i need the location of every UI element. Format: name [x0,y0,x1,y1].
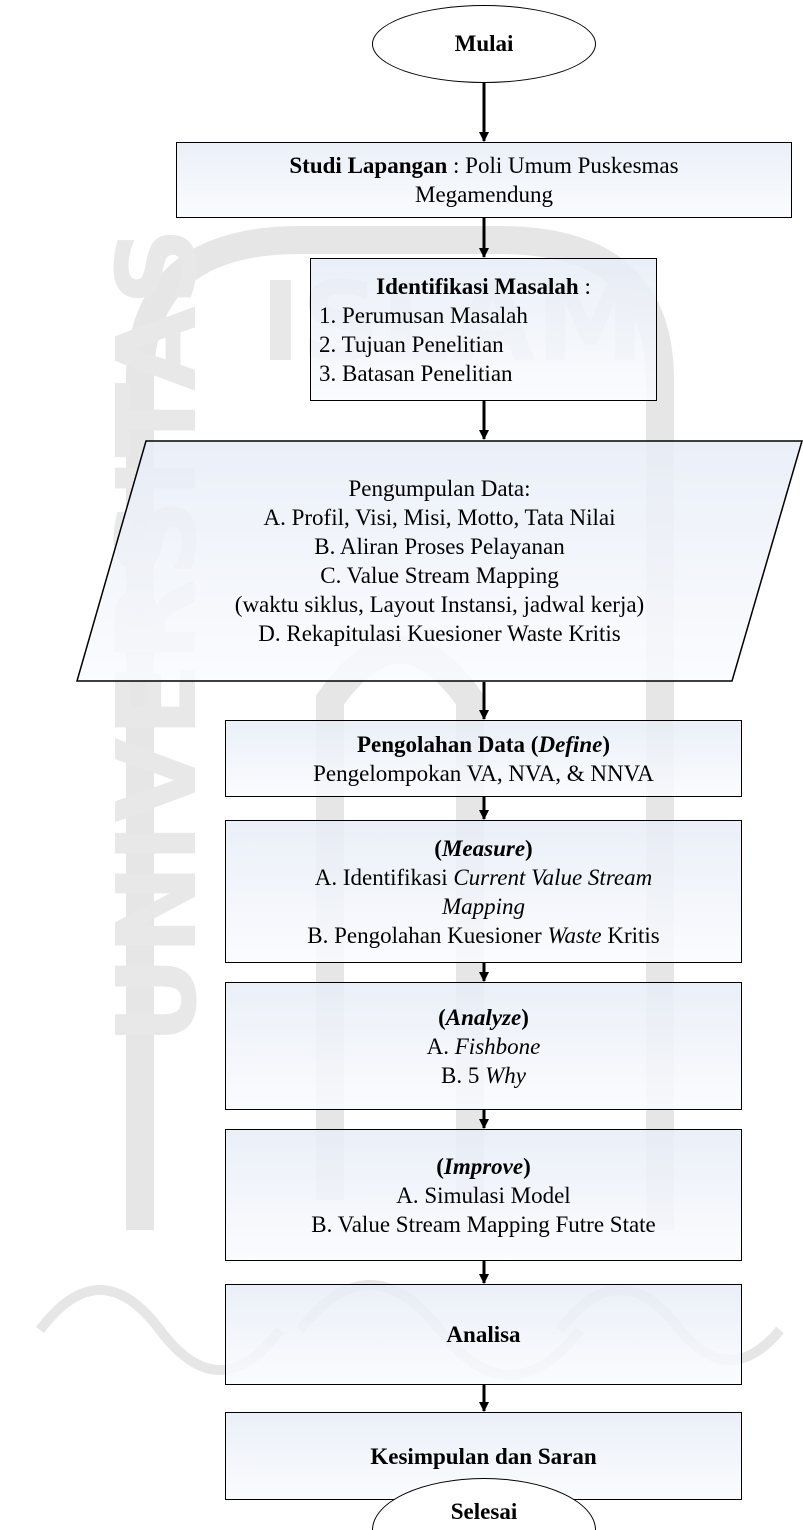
start-label: Mulai [454,31,514,56]
pengumpulan-data-parallelogram: Pengumpulan Data: A. Profil, Visi, Misi,… [76,440,803,682]
improve-item-b: B. Value Stream Mapping Futre State [311,1211,656,1237]
studi-text-a: Poli Umum Puskesmas [465,153,679,178]
studi-lapangan-box: Studi Lapangan : Poli Umum Puskesmas Meg… [176,142,792,218]
pengumpulan-item-c: C. Value Stream Mapping [320,563,559,588]
end-label: Selesai [450,1498,518,1524]
measure-title: (Measure) [434,835,533,861]
kesimpulan-label: Kesimpulan dan Saran [370,1443,597,1469]
define-text: Pengelompokan VA, NVA, & NNVA [313,760,654,786]
identifikasi-item: 1. Perumusan Masalah [319,302,528,328]
parallelogram-shape [76,440,803,682]
analisa-label: Analisa [446,1322,521,1347]
studi-text-b: Megamendung [415,182,553,207]
improve-box: (Improve) A. Simulasi Model B. Value Str… [225,1129,742,1261]
analyze-item-b: B. 5 Why [441,1062,526,1088]
improve-item-a: A. Simulasi Model [396,1182,571,1208]
pengumpulan-item-d: D. Rekapitulasi Kuesioner Waste Kritis [258,621,621,646]
pengumpulan-item-c-detail: (waktu siklus, Layout Instansi, jadwal k… [234,592,645,617]
improve-title: (Improve) [436,1153,531,1179]
identifikasi-title: Identifikasi Masalah [376,273,579,299]
identifikasi-item: 2. Tujuan Penelitian [319,331,504,357]
identifikasi-item: 3. Batasan Penelitian [319,360,513,386]
studi-title: Studi Lapangan [289,153,448,178]
analyze-item-a: A. Fishbone [426,1033,541,1059]
analyze-box: (Analyze) A. Fishbone B. 5 Why [225,982,742,1110]
measure-box: (Measure) A. Identifikasi Current Value … [225,820,742,963]
pengumpulan-title: Pengumpulan Data [348,476,525,501]
start-terminal: Mulai [372,5,596,83]
pengumpulan-item-a: A. Profil, Visi, Misi, Motto, Tata Nilai [263,505,616,530]
analisa-box: Analisa [225,1284,742,1385]
measure-item-a: A. Identifikasi Current Value Stream [314,864,653,890]
identifikasi-masalah-box: Identifikasi Masalah : 1. Perumusan Masa… [310,258,657,401]
measure-item-a-cont: Mapping [441,893,526,919]
kesimpulan-box: Kesimpulan dan Saran [225,1412,742,1500]
pengumpulan-item-b: B. Aliran Proses Pelayanan [314,534,565,559]
define-title: Pengolahan Data (Define) [357,731,610,757]
define-box: Pengolahan Data (Define) Pengelompokan V… [225,720,742,797]
analyze-title: (Analyze) [438,1004,529,1030]
measure-item-b: B. Pengolahan Kuesioner Waste Kritis [307,922,660,948]
